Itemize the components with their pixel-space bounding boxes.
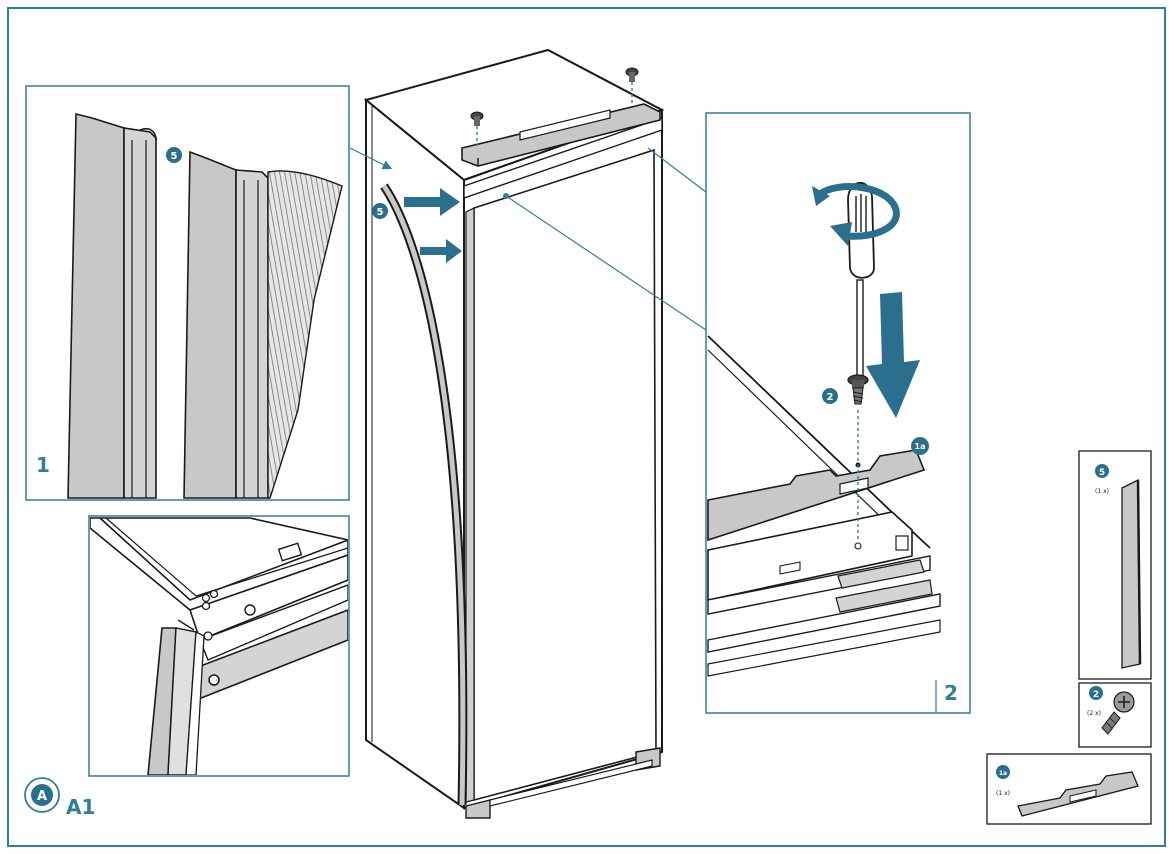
rotate-icon — [812, 183, 900, 246]
parts-bracket-box: 1a (1 x) — [986, 753, 1152, 825]
screw-icon — [1101, 691, 1135, 735]
arrow-right-icon — [404, 188, 462, 263]
callout-strip-text: 5 — [377, 207, 384, 218]
bracket-part — [707, 449, 926, 542]
callout-screw-text: 2 — [827, 392, 834, 403]
screwdriver-icon — [847, 182, 875, 384]
callout-strip-badge — [372, 203, 388, 219]
detail-panel-1: 5 1 — [25, 85, 350, 501]
callout-bracket-badge — [911, 437, 929, 455]
top-bracket — [461, 103, 661, 167]
parts-screw-badge — [1089, 686, 1103, 700]
detail-panel-corner — [88, 515, 350, 777]
callout-gasket-text: 5 — [171, 151, 178, 162]
parts-gasket-qty: (1 x) — [1095, 488, 1109, 495]
parts-gasket-box: 5 (1 x) — [1078, 450, 1152, 680]
callout-gasket-badge — [166, 147, 182, 163]
step-badge: A — [37, 789, 47, 804]
callout-screw-badge — [822, 388, 838, 404]
detail-1-label: 1 — [36, 453, 50, 477]
parts-screw-box: 2 (2 x) — [1078, 682, 1152, 748]
parts-gasket-callout: 5 — [1099, 468, 1105, 478]
parts-bracket-qty: (1 x) — [996, 790, 1010, 797]
leader-line-detail-2b — [505, 195, 707, 331]
screw-part — [847, 374, 869, 405]
detail-panel-2: 2 1a 2 — [705, 112, 971, 714]
detail-2-label: 2 — [944, 681, 958, 705]
screw-icon — [470, 67, 639, 146]
parts-bracket-badge — [996, 765, 1010, 779]
parts-bracket-callout: 1a — [999, 770, 1007, 777]
outer-frame — [7, 7, 1166, 847]
gasket-profile-right — [183, 150, 343, 499]
step-label: A1 — [66, 795, 95, 819]
parts-screw-callout: 2 — [1093, 690, 1099, 700]
parts-screw-qty: (2 x) — [1087, 710, 1101, 717]
leader-line-detail-2a — [647, 147, 707, 193]
callout-bracket-text: 1a — [915, 442, 926, 451]
appliance-cabinet — [363, 48, 665, 819]
step-indicator: A A1 — [24, 777, 95, 819]
parts-gasket-badge — [1095, 464, 1109, 478]
arrow-down-icon — [866, 292, 920, 418]
gasket-profile-left — [67, 112, 157, 499]
leader-line-detail-1 — [349, 147, 393, 170]
